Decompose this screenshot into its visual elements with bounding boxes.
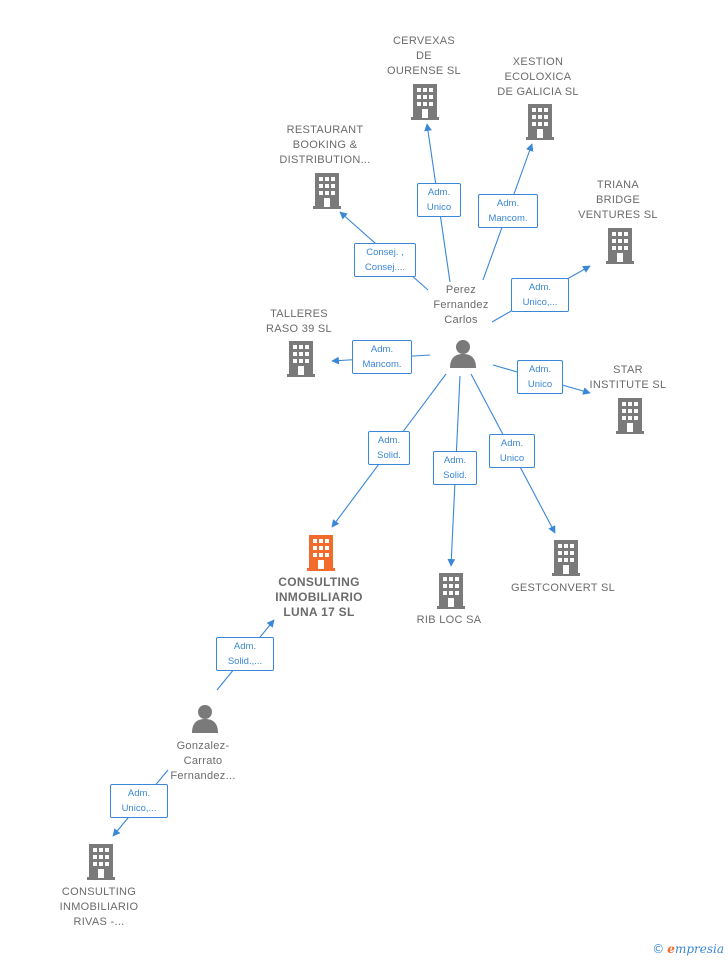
node-label-xestion[interactable]: XESTION ECOLOXICA DE GALICIA SL: [497, 56, 579, 98]
building-icon[interactable]: [287, 341, 315, 377]
building-icon[interactable]: [552, 540, 580, 576]
edge-label-to-triana[interactable]: Adm. Unico,...: [511, 278, 569, 312]
building-icon[interactable]: [307, 535, 335, 571]
person-icon[interactable]: [450, 340, 476, 368]
node-label-talleres[interactable]: TALLERES RASO 39 SL: [266, 308, 332, 335]
brand-footer: ©empresia: [652, 942, 724, 956]
brand-initial: e: [667, 942, 675, 956]
edge-label-to-star[interactable]: Adm. Unico: [517, 360, 563, 394]
node-label-consulting-rivas[interactable]: CONSULTING INMOBILIARIO RIVAS -...: [59, 886, 139, 928]
edge-label-to-cervexas[interactable]: Adm. Unico: [417, 183, 461, 217]
node-label-cervexas[interactable]: CERVEXAS DE OURENSE SL: [387, 35, 461, 77]
edge-label-to-xestion[interactable]: Adm. Mancom.: [478, 194, 538, 228]
building-icon[interactable]: [526, 104, 554, 140]
node-label-perez[interactable]: Perez Fernandez Carlos: [433, 284, 489, 326]
building-icon[interactable]: [606, 228, 634, 264]
edge-label-to-luna[interactable]: Adm. Solid.: [368, 431, 410, 465]
node-label-ribloc[interactable]: RIB LOC SA: [416, 614, 482, 626]
node-label-triana[interactable]: TRIANA BRIDGE VENTURES SL: [578, 179, 658, 221]
edge-label-to-ribloc[interactable]: Adm. Solid.: [433, 451, 477, 485]
edge-label-to-gestconvert[interactable]: Adm. Unico: [489, 434, 535, 468]
node-label-consulting-luna[interactable]: CONSULTING INMOBILIARIO LUNA 17 SL: [275, 575, 363, 619]
edge-label-gonzalez-to-rivas[interactable]: Adm. Unico,...: [110, 784, 168, 818]
building-icon[interactable]: [437, 573, 465, 609]
edge-label-gonzalez-to-luna[interactable]: Adm. Solid.,...: [216, 637, 274, 671]
node-label-star[interactable]: STAR INSTITUTE SL: [589, 364, 667, 391]
edge-label-to-restaurant[interactable]: Consej. , Consej....: [354, 243, 416, 277]
building-icon[interactable]: [411, 84, 439, 120]
edge-label-to-talleres[interactable]: Adm. Mancom.: [352, 340, 412, 374]
building-icon[interactable]: [87, 844, 115, 880]
brand-name: mpresia: [674, 942, 724, 956]
copyright-symbol: ©: [652, 942, 665, 956]
person-icon[interactable]: [192, 705, 218, 733]
node-label-gonzalez[interactable]: Gonzalez- Carrato Fernandez...: [170, 740, 236, 782]
node-label-restaurant[interactable]: RESTAURANT BOOKING & DISTRIBUTION...: [279, 124, 371, 166]
edges: [112, 123, 591, 837]
building-icon[interactable]: [313, 173, 341, 209]
node-label-gestconvert[interactable]: GESTCONVERT SL: [510, 582, 616, 594]
building-icon[interactable]: [616, 398, 644, 434]
